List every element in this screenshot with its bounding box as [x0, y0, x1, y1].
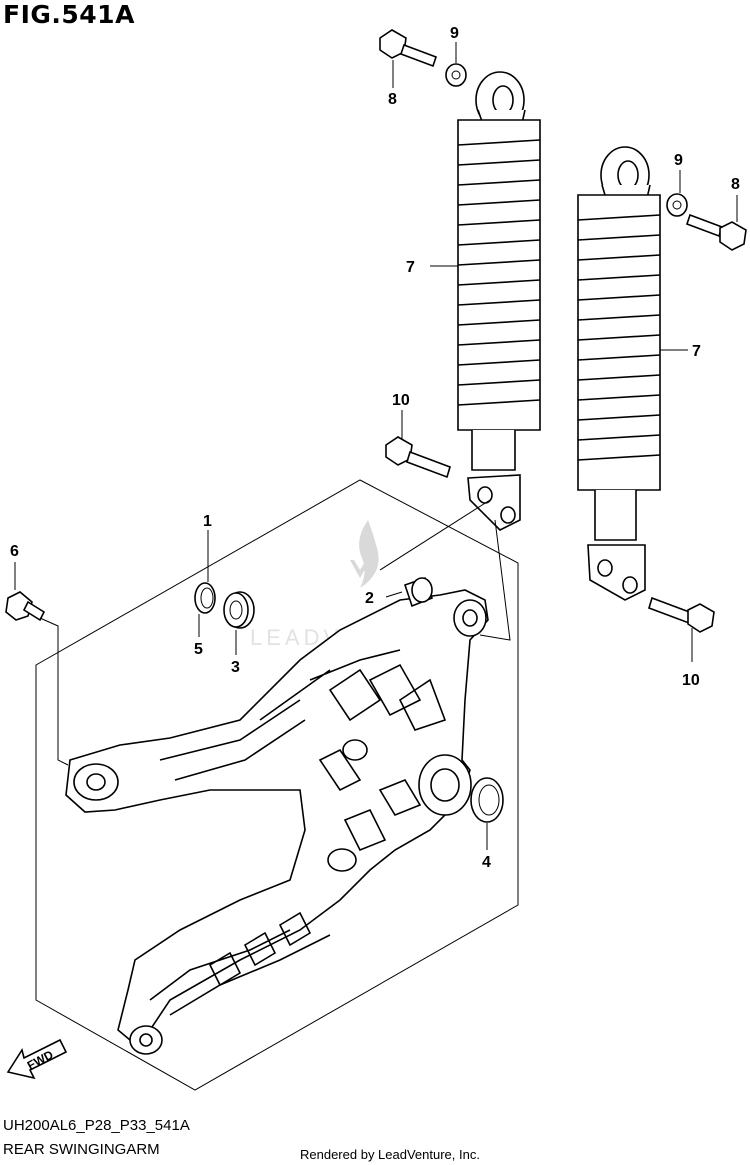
- callout-10-left: 10: [392, 392, 410, 409]
- figure-title: FIG.541A: [3, 0, 135, 29]
- fwd-arrow: FWD: [6, 1038, 68, 1080]
- callout-2: 2: [365, 590, 374, 607]
- washer-9-right: [666, 193, 688, 217]
- shock-absorber-right: [577, 146, 661, 601]
- callout-9-left: 9: [450, 25, 459, 42]
- assembly-outline: [35, 479, 519, 1091]
- callout-3: 3: [231, 659, 240, 676]
- callout-5: 5: [194, 641, 203, 658]
- diagram-code: UH200AL6_P28_P33_541A: [3, 1117, 190, 1134]
- swingarm: [65, 589, 489, 1055]
- spacer: [403, 576, 434, 608]
- washer-9-left: [445, 63, 467, 87]
- bolt-10-left: [385, 436, 451, 479]
- callout-6: 6: [10, 543, 19, 560]
- bolt-6: [5, 591, 46, 622]
- callout-7-right: 7: [692, 343, 701, 360]
- bearing: [223, 591, 255, 629]
- circlip: [194, 582, 216, 614]
- oil-seal: [470, 777, 504, 823]
- callout-7-left: 7: [406, 259, 415, 276]
- callout-1: 1: [203, 513, 212, 530]
- callout-8-right: 8: [731, 176, 740, 193]
- render-credit: Rendered by LeadVenture, Inc.: [300, 1147, 480, 1162]
- callout-4: 4: [482, 854, 491, 871]
- bolt-8-left: [379, 29, 438, 68]
- callout-8-left: 8: [388, 91, 397, 108]
- section-name: REAR SWINGINGARM: [3, 1141, 160, 1158]
- bolt-8-right: [685, 213, 747, 251]
- shock-absorber-left: [457, 71, 541, 531]
- callout-10-right: 10: [682, 672, 700, 689]
- callout-9-right: 9: [674, 152, 683, 169]
- leader-lines: [14, 42, 738, 850]
- bolt-10-right: [648, 596, 715, 633]
